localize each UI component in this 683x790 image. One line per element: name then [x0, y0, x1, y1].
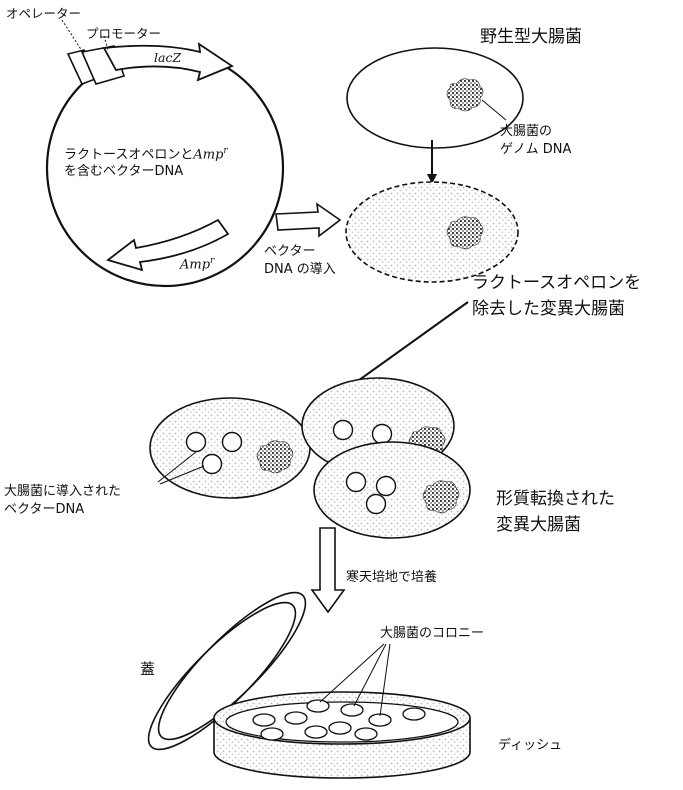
- colony-label: 大腸菌のコロニー: [380, 626, 485, 641]
- colony: [252, 713, 276, 727]
- mutant-label-line2: 除去した変異大腸菌: [472, 299, 625, 319]
- colony-leader-2: [353, 643, 387, 707]
- intro-label-line2: DNA の導入: [264, 262, 336, 277]
- wild-type-genome: [446, 78, 484, 112]
- colony: [260, 727, 284, 741]
- culture-label: 寒天培地で培養: [346, 570, 438, 585]
- colony: [340, 703, 364, 717]
- vector-leader-2: [159, 465, 205, 485]
- dish-label: ディッシュ: [498, 738, 563, 753]
- operator-leader: [61, 19, 85, 55]
- amp-text: Amp: [193, 147, 224, 163]
- genome-leader: [481, 99, 507, 121]
- vector-dot: [365, 493, 387, 515]
- ampr-text: Amp: [180, 257, 211, 273]
- transformed-label-line1: 形質転換された: [496, 489, 615, 509]
- ampr-superscript: r: [210, 256, 215, 266]
- colony: [304, 725, 328, 739]
- vector-dot: [345, 471, 367, 493]
- plasmid-label-line2: を含むベクターDNA: [64, 164, 184, 179]
- colony: [402, 707, 426, 721]
- petri-dish: [213, 643, 471, 779]
- genome-label-line1: 大腸菌の: [500, 124, 553, 139]
- genome-blob: [422, 480, 460, 514]
- genome-blob: [256, 440, 294, 474]
- intro-label-line1: ベクター: [264, 244, 316, 259]
- process-arrow-2: [344, 301, 469, 391]
- petri-lid: [147, 591, 307, 751]
- transformed-cells: [149, 377, 471, 539]
- mutant-cell-receiving: [345, 181, 519, 283]
- promoter-label: プロモーター: [86, 26, 162, 41]
- plasmid-vector: [45, 19, 285, 288]
- wild-type-title: 野生型大腸菌: [480, 27, 582, 47]
- colony: [328, 721, 352, 735]
- colony-leader-1: [319, 643, 385, 703]
- wild-type-cell: [346, 47, 524, 149]
- wild-type-membrane: [346, 47, 524, 149]
- mutant-membrane: [345, 181, 519, 283]
- plasmid-label-line1: ラクトースオペロンとAmpr: [64, 146, 228, 164]
- vector-dot: [371, 423, 393, 445]
- transformed-label-line2: 変異大腸菌: [496, 515, 581, 535]
- genome-label-line2: ゲノム DNA: [500, 142, 572, 157]
- vector-dot: [201, 453, 223, 475]
- vector-dot: [221, 431, 243, 453]
- introduction-arrow: [275, 202, 342, 238]
- operator-label: オペレーター: [6, 6, 82, 21]
- colony: [306, 699, 330, 713]
- amp-superscript: r: [223, 146, 228, 156]
- mutant-label-line1: ラクトースオペロンを: [472, 273, 642, 293]
- vector-dot: [332, 419, 354, 441]
- lacz-arrow: [102, 42, 234, 82]
- colonies: [252, 699, 426, 741]
- vector-dot: [375, 475, 397, 497]
- vector-in-label-line1: 大腸菌に導入された: [4, 484, 122, 499]
- lacz-label: lacZ: [154, 50, 182, 65]
- colony-leader-3: [379, 643, 391, 717]
- ampr-arrow: [106, 218, 230, 272]
- colony: [354, 727, 378, 741]
- vector-leader-1: [157, 451, 197, 483]
- promoter-leader: [103, 35, 109, 51]
- culture-arrow: [310, 527, 346, 614]
- ampr-label: Ampr: [180, 256, 214, 274]
- plasmid-label-text: ラクトースオペロンと: [64, 147, 194, 163]
- vector-dot: [185, 431, 207, 453]
- colony: [284, 711, 308, 725]
- vector-in-label-line2: ベクターDNA: [4, 502, 85, 517]
- mutant-genome: [446, 216, 484, 250]
- lid-label: 蓋: [140, 660, 156, 678]
